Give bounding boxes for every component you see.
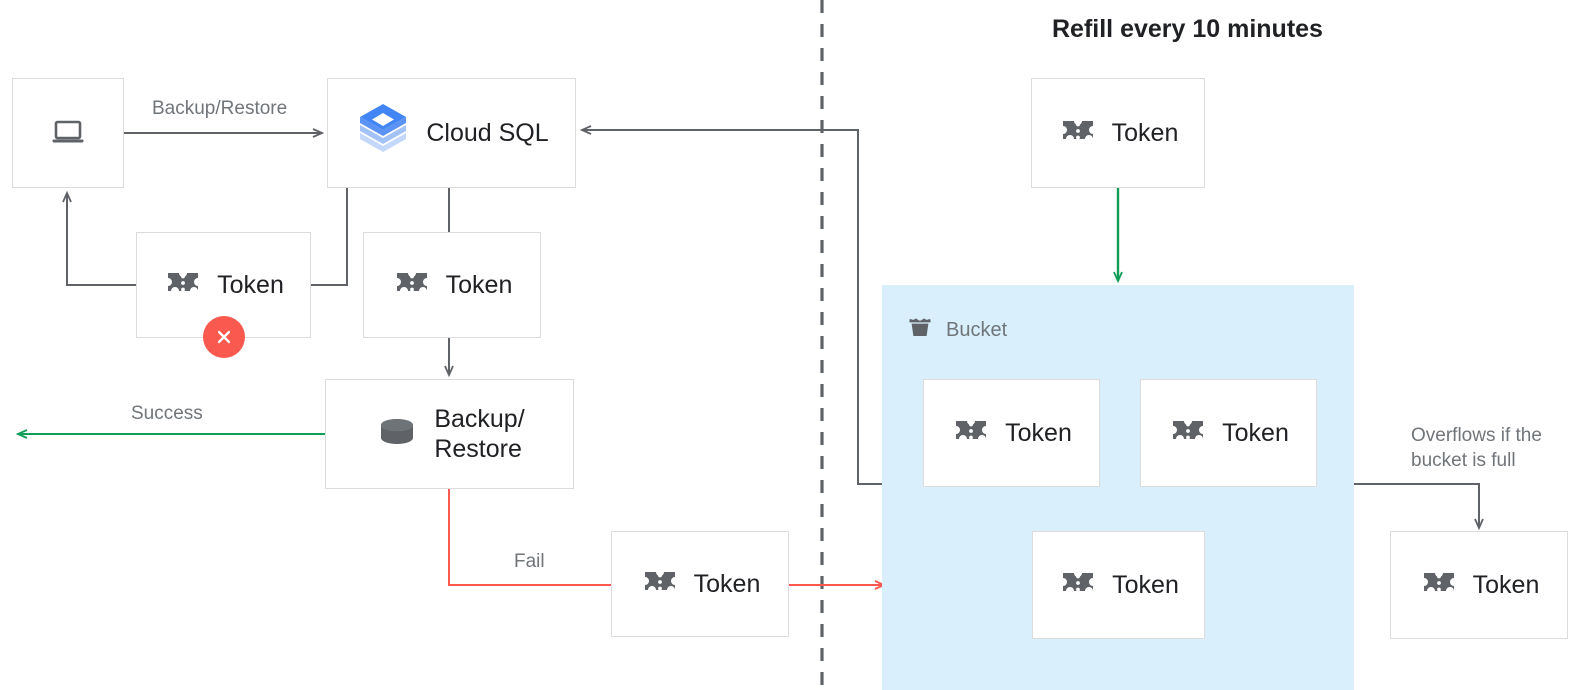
cloud-sql-label: Cloud SQL (426, 118, 549, 147)
token-bucket-3-node[interactable]: Token (1032, 531, 1205, 639)
cloud-sql-icon (354, 100, 412, 167)
edge-cloudsql-to-token-failed (311, 188, 348, 286)
token-icon (1058, 563, 1098, 608)
edge-label-overflow: Overflows if the bucket is full (1411, 425, 1542, 471)
edge-label-fail: Fail (514, 551, 545, 572)
token-fail-path-node[interactable]: Token (611, 531, 789, 637)
edge-label-backup-restore: Backup/Restore (152, 98, 288, 119)
backup-restore-node[interactable]: Backup/ Restore (325, 379, 574, 489)
token-icon (163, 263, 203, 308)
backup-restore-label: Backup/ Restore (434, 404, 525, 464)
token-bucket-2-node[interactable]: Token (1140, 379, 1317, 487)
token-bucket-1-label: Token (1005, 418, 1072, 447)
token-cloudsql-node[interactable]: Token (363, 232, 541, 338)
token-refill-node[interactable]: Token (1031, 78, 1205, 188)
bucket-region-title: Bucket (905, 312, 1007, 348)
database-icon (374, 412, 420, 457)
token-icon (1058, 111, 1098, 156)
edge-label-success: Success (131, 403, 203, 424)
bucket-region-label: Bucket (946, 318, 1008, 341)
edge-bucket-to-cloudsql (582, 130, 882, 485)
error-x-badge (203, 316, 245, 358)
cloud-sql-node[interactable]: Cloud SQL (327, 78, 576, 188)
token-bucket-1-node[interactable]: Token (923, 379, 1100, 487)
token-refill-label: Token (1111, 118, 1179, 147)
token-icon (392, 263, 432, 308)
token-icon (1419, 563, 1459, 608)
token-overflow-node[interactable]: Token (1390, 531, 1568, 639)
client-node[interactable] (12, 78, 124, 188)
token-overflow-label: Token (1472, 570, 1540, 599)
bucket-icon (905, 312, 935, 348)
close-icon (217, 330, 231, 344)
token-icon (640, 562, 680, 607)
token-cloudsql-label: Token (445, 270, 513, 299)
token-bucket-2-label: Token (1222, 418, 1289, 447)
page-title: Refill every 10 minutes (1052, 15, 1323, 43)
token-bucket-3-label: Token (1112, 570, 1179, 599)
token-fail-path-label: Token (693, 569, 761, 598)
token-icon (951, 411, 991, 456)
laptop-icon (47, 110, 89, 157)
token-icon (1168, 411, 1208, 456)
edge-fail (448, 489, 611, 586)
edge-overflow (1354, 483, 1479, 528)
token-failed-label: Token (217, 270, 284, 299)
edge-token-failed-to-client (67, 193, 136, 286)
